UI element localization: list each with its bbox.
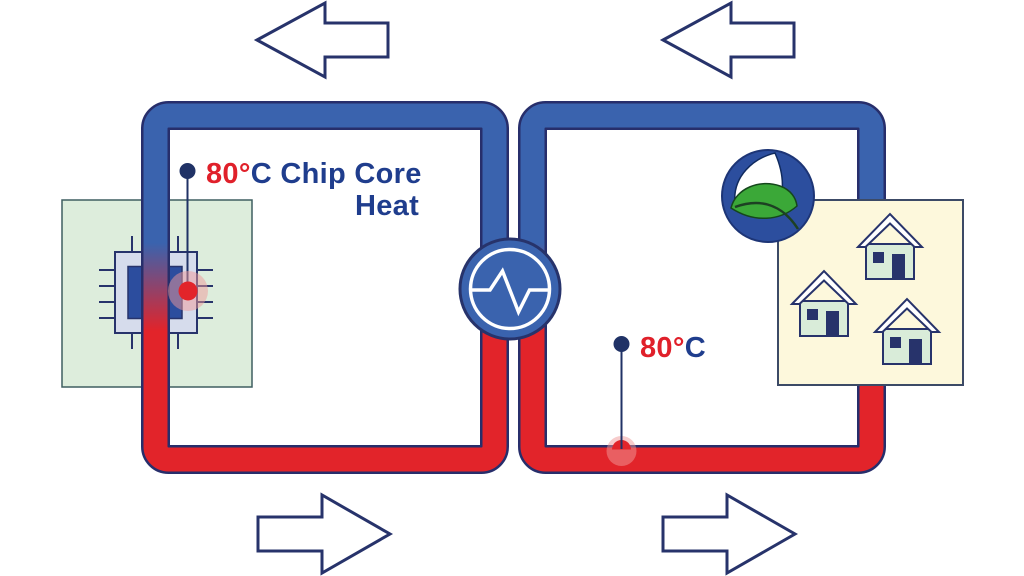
flow-arrow-bottom-left-icon (256, 492, 394, 576)
chip-heat-label-line2: Heat (355, 190, 419, 222)
flow-arrow-top-right-icon (659, 0, 796, 80)
chip-heat-callout: 80°C Chip Core Heat (168, 158, 422, 311)
chip-heat-label: 80°C Chip Core (206, 158, 422, 190)
leaf-icon (721, 149, 815, 243)
heat-exchanger-icon (458, 237, 562, 341)
output-temp-callout: 80°C (606, 332, 706, 466)
houses-panel (777, 199, 964, 386)
output-temp-label: 80°C (640, 332, 706, 364)
flow-arrow-top-left-icon (253, 0, 390, 80)
flow-arrow-bottom-right-icon (661, 492, 799, 576)
